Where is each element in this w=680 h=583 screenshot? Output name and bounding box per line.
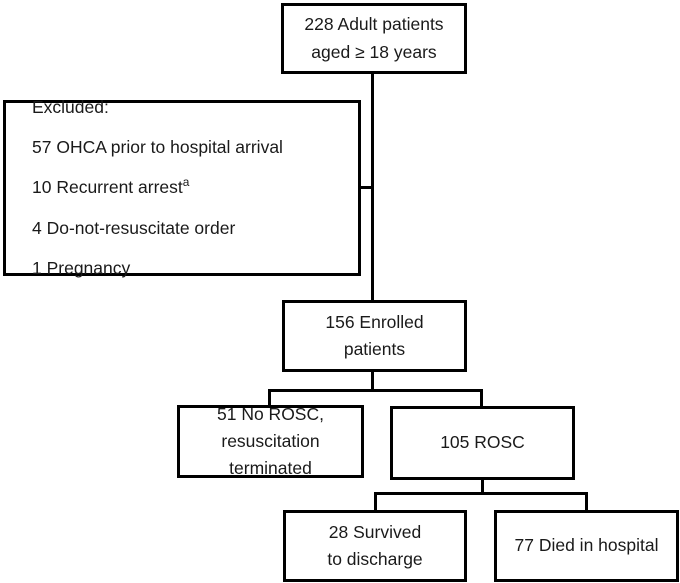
excluded-heading: Excluded: <box>32 97 109 118</box>
connector-drop-no-rosc <box>268 389 271 406</box>
footnote-marker-a: a <box>182 175 190 190</box>
no-rosc-line-2: resuscitation <box>221 430 320 451</box>
no-rosc-line-1: 51 No ROSC, <box>217 403 324 424</box>
node-adult-patients: 228 Adult patients aged ≥ 18 years <box>281 3 467 74</box>
excluded-item-dnr: 4 Do-not-resuscitate order <box>32 217 236 238</box>
died-line-1: 77 Died in hospital <box>514 535 659 556</box>
node-enrolled-patients: 156 Enrolled patients <box>282 300 467 372</box>
node-no-rosc: 51 No ROSC, resuscitation terminated <box>177 404 364 478</box>
connector-rosc-stem <box>481 480 484 495</box>
excluded-item-recurrent-arrest: 10 Recurrent arresta <box>32 174 189 201</box>
rosc-line-1: 105 ROSC <box>440 432 525 453</box>
connector-drop-died <box>585 492 588 512</box>
survived-line-2: to discharge <box>327 549 423 569</box>
enrolled-line-2: patients <box>343 339 406 359</box>
node-rosc: 105 ROSC <box>390 406 575 480</box>
connector-drop-rosc <box>480 389 483 407</box>
node-survived-to-discharge: 28 Survived to discharge <box>283 510 467 582</box>
node-excluded: Excluded: 57 OHCA prior to hospital arri… <box>3 97 361 278</box>
connector-split-bar-rosc <box>268 389 483 392</box>
node-died-in-hospital: 77 Died in hospital <box>494 510 679 582</box>
excluded-item-ohca: 57 OHCA prior to hospital arrival <box>32 137 283 158</box>
connector-spine-to-excluded <box>359 186 373 189</box>
connector-drop-survived <box>374 492 377 512</box>
excluded-item-pregnancy: 1 Pregnancy <box>32 257 131 278</box>
adult-patients-line-2: aged ≥ 18 years <box>311 41 437 62</box>
no-rosc-line-3: terminated <box>229 458 312 479</box>
connector-split-bar-outcome <box>374 492 588 495</box>
excluded-item-recurrent-arrest-text: 10 Recurrent arrest <box>32 177 183 198</box>
enrolled-line-1: 156 Enrolled <box>325 311 424 332</box>
adult-patients-line-1: 228 Adult patients <box>304 14 444 35</box>
connector-enrolled-stem <box>371 372 374 391</box>
survived-line-1: 28 Survived <box>328 521 422 542</box>
